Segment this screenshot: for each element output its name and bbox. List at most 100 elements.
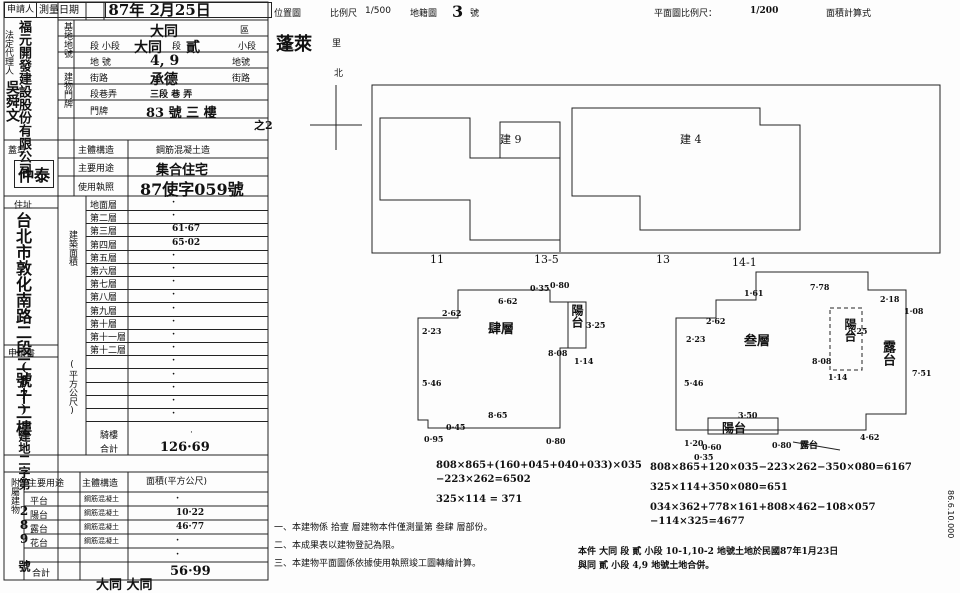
floor-row-name: 第七層 <box>90 280 118 291</box>
main-use-value: 集合住宅 <box>156 163 209 178</box>
side-stamp: 86.6.10.000 <box>946 490 955 539</box>
floor-row-divider <box>86 236 268 238</box>
floor-row-name: 第四層 <box>90 240 118 251</box>
floor-row-divider <box>86 408 268 409</box>
location-map-label: 位置圖 <box>274 9 302 19</box>
section-value: 大同 <box>134 40 162 56</box>
floor-row-name: 第十層 <box>90 319 118 330</box>
dim-label-right: 3·50 <box>738 410 758 420</box>
dim-label-right: 7·78 <box>810 282 830 292</box>
floors-total-value: 126·69 <box>160 440 210 455</box>
calc-right-1: 808×865+120×035−223×262−350×080=6167 <box>650 462 912 473</box>
floor-row-value: · <box>172 396 176 406</box>
main-use-label: 主要用途 <box>78 164 115 174</box>
dim-label-right: 1·61 <box>744 288 764 298</box>
terrace-label: 露台 <box>880 340 895 366</box>
floor-row-name: 第六層 <box>90 267 118 277</box>
main-structure-value: 鋼筋混凝土造 <box>156 146 211 156</box>
door-value: 83 號 三 樓 <box>146 106 217 121</box>
floor-row-value: · <box>172 330 176 340</box>
street-value: 承德 <box>150 72 178 88</box>
survey-date-label: 測量日期 <box>36 2 107 18</box>
dim-label-left: 8·65 <box>488 410 508 420</box>
ancillary-group-label: 附屬建物 <box>9 478 19 514</box>
dim-label-right: 0·60 <box>702 442 722 452</box>
note-3: 三、本建物平面圖係依據使用執照竣工圖轉繪計算。 <box>274 559 482 569</box>
floor-row-name: 第三層 <box>90 227 118 238</box>
plan-scale-value: 1/200 <box>750 6 779 16</box>
subsection-unit: 小段 <box>238 42 257 52</box>
representative-label: 法定代理人 <box>3 30 13 75</box>
dim-label-right: 2·18 <box>880 294 900 304</box>
lot-label-9: 建 9 <box>500 132 522 146</box>
dim-label-left: 0·80 <box>546 436 566 446</box>
ancillary-row-value: · <box>176 536 180 546</box>
floor3-label: 叁層 <box>744 334 771 349</box>
plan-scale-label: 平面圖比例尺： <box>654 9 718 19</box>
dim-label-right: 5·46 <box>684 378 704 388</box>
floor-row-divider <box>86 289 268 291</box>
dim-label-left: 2·62 <box>442 308 462 318</box>
floor-row-value: · <box>172 250 176 261</box>
floor-row-value: · <box>172 343 176 354</box>
floors-group-label: 建築面積 <box>67 230 77 266</box>
lot-value: 4, 9 <box>150 53 180 69</box>
floor-row-divider <box>86 262 268 264</box>
floor-row-divider <box>86 249 268 251</box>
floor-row-value: · <box>172 198 176 208</box>
info-table: 申請人 測量日期 87年 2月25日 <box>3 2 272 18</box>
floor-row-divider <box>86 210 268 211</box>
district-unit: 區 <box>240 26 250 36</box>
dim-label-left: 0·35 <box>530 283 550 293</box>
dim-label-right: 2·23 <box>686 334 706 344</box>
floor-row-name: 第五層 <box>90 253 118 264</box>
floor-row-value: · <box>172 277 176 288</box>
floor-row-value: · <box>172 211 176 222</box>
floor-row-divider <box>86 223 268 225</box>
balcony-label-bottom: 陽台 <box>722 421 747 435</box>
ancillary-total-value: 56·99 <box>170 564 211 579</box>
calc-left-3: 325×114 = 371 <box>436 494 523 505</box>
neighborhood-unit: 里 <box>332 39 342 49</box>
ancillary-row-value: 46·77 <box>176 522 205 532</box>
floor-row-value: 65·02 <box>172 237 201 248</box>
floor-row-divider <box>86 342 268 343</box>
neighborhood: 蓬萊 <box>276 34 312 55</box>
floor-row-divider <box>86 328 268 330</box>
dim-label-left: 5·46 <box>422 378 442 388</box>
ancillary-structure-label: 主體構造 <box>82 479 119 489</box>
floor-row-divider <box>86 421 268 423</box>
building-door-label: 建物門牌 <box>62 72 72 108</box>
stairs-value: · <box>190 428 193 438</box>
dim-label-left: 1·14 <box>574 356 594 366</box>
dim-label-left: 0·80 <box>550 280 570 290</box>
ancillary-row-value: · <box>176 494 180 504</box>
dim-label-right: 8·08 <box>812 356 832 366</box>
seal-label: 蓋章 <box>8 146 27 156</box>
cadastral-label: 地籍圖 <box>410 9 438 19</box>
dim-label-right: 0·35 <box>694 452 714 462</box>
floor-row-name: 第十二層 <box>90 346 127 357</box>
floor-row-divider <box>86 355 268 357</box>
dim-label-right: 1·20 <box>684 438 704 448</box>
applicant-label: 申請人 <box>3 2 38 18</box>
lane-label: 段巷弄 <box>90 90 118 100</box>
floor-row-value: · <box>172 303 176 314</box>
floor-row-divider <box>86 394 268 396</box>
dim-label-left: 2·23 <box>422 326 442 336</box>
ancillary-row-structure: 鋼筋混凝土 <box>84 537 119 545</box>
license-value: 87使字059號 <box>140 180 244 199</box>
ancillary-total-label: 合計 <box>32 569 51 579</box>
survey-date-value: 87年 2月25日 <box>105 2 272 18</box>
representative-name: 吳舜文 <box>4 80 20 122</box>
floor-row-value: · <box>172 264 176 274</box>
dim-label-left: 0·95 <box>424 434 444 444</box>
cadastral-value: 3 <box>452 2 464 21</box>
dim-label-right: 2·62 <box>706 316 726 326</box>
ancillary-row-structure: 鋼筋混凝土 <box>84 509 119 517</box>
floor-row-name: 第二層 <box>90 214 118 225</box>
floor-row-divider <box>86 302 268 304</box>
dim-label-left: 0·45 <box>446 422 466 432</box>
base-land-label: 基地地號 <box>62 22 72 58</box>
